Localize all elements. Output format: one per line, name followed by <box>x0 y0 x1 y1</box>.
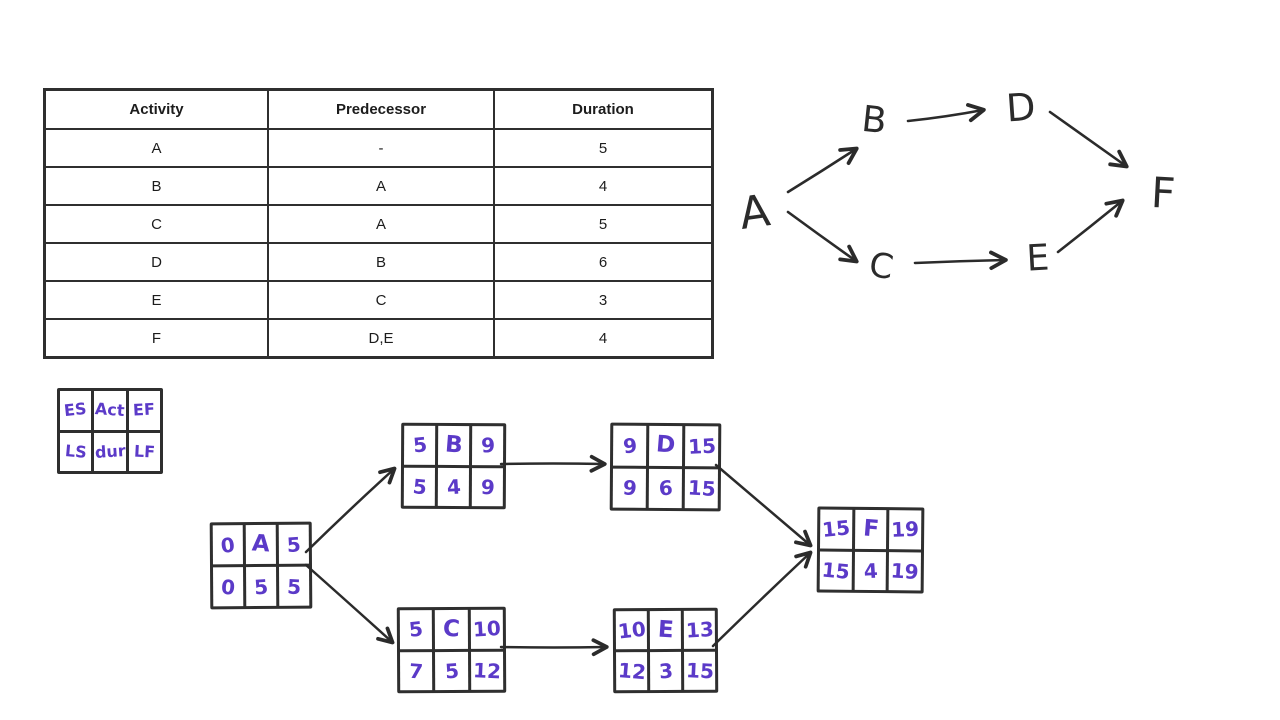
cell-predecessor: D,E <box>267 318 495 359</box>
table-row: F D,E 4 <box>43 318 714 359</box>
pdm-f-dur: 4 <box>854 551 887 591</box>
cell-activity: F <box>43 318 269 359</box>
sketch-edge-a-c <box>786 210 859 264</box>
pdm-d-es: 9 <box>613 425 647 466</box>
sketch-edge-d-f <box>1048 110 1129 169</box>
legend-ef-cell: EF <box>128 391 160 430</box>
pdm-d-act: D <box>649 425 683 466</box>
pdm-b-lf: 9 <box>471 467 503 507</box>
pdm-c-es: 5 <box>399 610 433 649</box>
pdm-node-b: 5 B 9 5 4 9 <box>400 422 507 510</box>
legend-lf-cell: LF <box>128 432 160 471</box>
network-sketch: A B C D E F <box>736 85 1177 289</box>
sketch-node-label-d: D <box>1005 85 1037 131</box>
cell-predecessor: - <box>267 128 495 168</box>
pdm-a-ef: 5 <box>278 524 309 564</box>
cell-duration: 5 <box>493 128 714 168</box>
pdm-node-a: 0 A 5 0 5 5 <box>209 521 313 610</box>
table-header-row: Activity Predecessor Duration <box>43 88 714 130</box>
pdm-e-act: E <box>649 610 681 650</box>
pdm-node-d: 9 D 15 9 6 15 <box>609 422 722 512</box>
col-header-activity: Activity <box>43 88 269 130</box>
cell-predecessor: A <box>267 166 495 206</box>
pdm-e-lf: 15 <box>684 651 716 690</box>
pdm-d-ls: 9 <box>612 468 646 508</box>
cell-activity: D <box>43 242 269 282</box>
pdm-a-lf: 5 <box>279 566 310 606</box>
pdm-d-ef: 15 <box>685 426 719 466</box>
pdm-edge-d-f <box>714 463 813 548</box>
pdm-b-ef: 9 <box>472 426 504 465</box>
sketch-node-label-a: A <box>736 185 773 240</box>
sketch-edge-e-f <box>1056 198 1125 254</box>
legend-ls-cell: LS <box>60 432 92 471</box>
col-header-duration: Duration <box>493 88 714 130</box>
pdm-a-ls: 0 <box>213 567 244 607</box>
pdm-e-ls: 12 <box>616 652 648 691</box>
pdm-f-lf: 19 <box>888 551 921 591</box>
pdm-f-es: 15 <box>820 509 853 549</box>
cell-activity: B <box>43 166 269 206</box>
pdm-edge-b-d <box>499 454 607 473</box>
pdm-d-dur: 6 <box>648 468 682 509</box>
table-row: E C 3 <box>43 280 714 320</box>
legend-es-cell: ES <box>60 391 92 430</box>
cell-activity: A <box>43 128 269 168</box>
sketch-edge-a-b <box>786 146 859 194</box>
cell-predecessor: B <box>267 242 495 282</box>
pdm-b-ls: 5 <box>403 467 435 506</box>
pdm-edge-e-f <box>711 550 813 648</box>
legend-act-cell: Act <box>94 391 126 430</box>
sketch-node-label-f: F <box>1150 168 1177 218</box>
activity-table: Activity Predecessor Duration A - 5 B A … <box>43 88 714 359</box>
sketch-node-label-c: C <box>866 245 896 288</box>
pdm-e-es: 10 <box>615 611 647 650</box>
pdm-e-dur: 3 <box>650 651 682 691</box>
pdm-c-act: C <box>435 609 468 649</box>
cell-activity: C <box>43 204 269 244</box>
table-row: B A 4 <box>43 166 714 206</box>
sketch-edge-c-e <box>913 250 1008 271</box>
sketch-node-label-e: E <box>1025 237 1050 279</box>
pdm-node-c: 5 C 10 7 5 12 <box>396 606 507 694</box>
pdm-edge-c-e <box>499 638 609 657</box>
cell-duration: 4 <box>493 318 714 359</box>
sketch-node-label-b: B <box>860 99 889 142</box>
pdm-b-dur: 4 <box>437 467 469 507</box>
pdm-f-act: F <box>854 509 887 549</box>
col-header-predecessor: Predecessor <box>267 88 495 130</box>
pdm-f-ef: 19 <box>889 510 922 549</box>
pdm-c-lf: 12 <box>470 651 504 690</box>
table-row: D B 6 <box>43 242 714 282</box>
cell-duration: 6 <box>493 242 714 282</box>
node-key-legend: ES Act EF LS dur LF <box>57 388 163 474</box>
pdm-edge-a-b <box>304 466 397 554</box>
legend-dur-cell: dur <box>94 432 126 471</box>
cell-predecessor: C <box>267 280 495 320</box>
cell-predecessor: A <box>267 204 495 244</box>
pdm-f-ls: 15 <box>819 551 852 590</box>
cell-duration: 3 <box>493 280 714 320</box>
sketch-edge-b-d <box>906 103 986 123</box>
pdm-a-act: A <box>245 524 276 565</box>
cell-duration: 5 <box>493 204 714 244</box>
pdm-c-ls: 7 <box>400 651 433 691</box>
pdm-c-ef: 10 <box>470 609 503 649</box>
pdm-node-e: 10 E 13 12 3 15 <box>612 607 719 694</box>
pdm-e-ef: 13 <box>683 610 715 649</box>
pdm-edge-a-c <box>304 563 395 645</box>
cell-duration: 4 <box>493 166 714 206</box>
pdm-a-es: 0 <box>212 525 243 565</box>
pdm-b-es: 5 <box>404 425 436 465</box>
table-row: C A 5 <box>43 204 714 244</box>
pdm-a-dur: 5 <box>246 566 277 607</box>
pdm-node-f: 15 F 19 15 4 19 <box>816 506 925 594</box>
pdm-c-dur: 5 <box>435 651 468 691</box>
table-row: A - 5 <box>43 128 714 168</box>
pdm-d-lf: 15 <box>684 468 718 509</box>
cell-activity: E <box>43 280 269 320</box>
pdm-b-act: B <box>438 425 470 465</box>
